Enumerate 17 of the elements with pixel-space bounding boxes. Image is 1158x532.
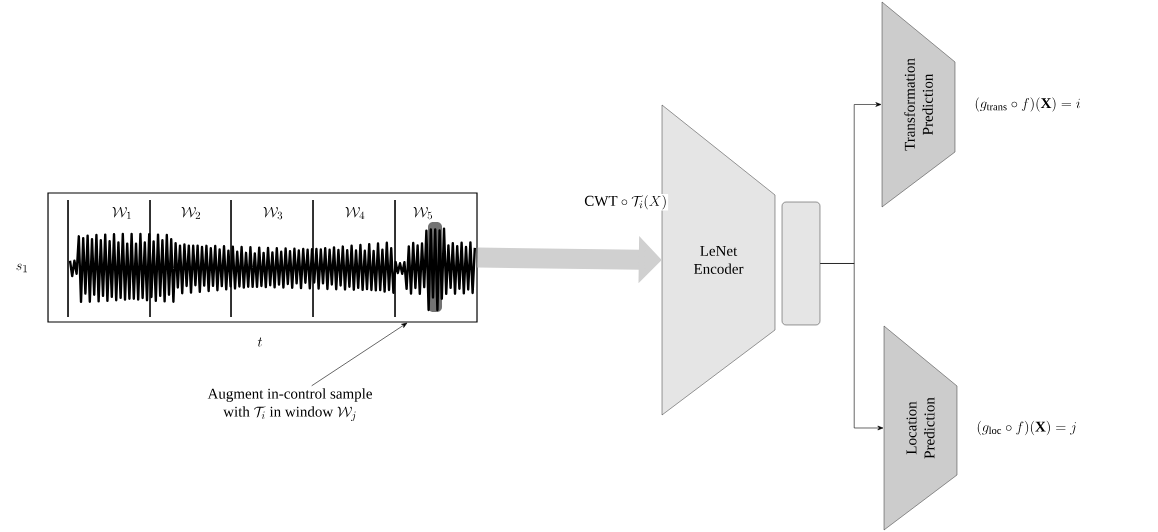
arrow: [819, 263, 884, 431]
signal-plot-drawing: [47, 192, 478, 323]
axis-label: $t$: [257, 337, 263, 347]
window-label: $\mathcal{W}_3$: [263, 207, 283, 220]
leader-line: [311, 322, 408, 387]
annotation-text: $\begin{array}{c}\text{Augment in-control sample}\\ \text{with }\mathcal{T}_i\text{ in window }\mathcal{W}_j\end{array}$: [207, 388, 372, 422]
window-label: $\mathcal{W}_1$: [112, 207, 131, 219]
edge-label: $\text{CWT}\circ\mathcal{T}_i(X)$: [583, 194, 669, 211]
prediction-trapezoid: Transformation Prediction: [881, 1, 956, 208]
window-label: $\mathcal{W}_4$: [345, 207, 365, 219]
signal-name: $s_1$: [16, 263, 27, 273]
prediction-trapezoid: Location Prediction: [883, 325, 958, 531]
output-formula: $(g_{\text{trans}}\circ f)(\mathbf{X}) = i$: [975, 97, 1080, 112]
feature-box: [781, 201, 821, 326]
output-formula: $(g_{\text{loc}}\circ f)(\mathbf{X}) = j$: [977, 420, 1076, 436]
window-label: $\mathcal{W}_5$: [413, 207, 433, 220]
window-label: $\mathcal{W}_2$: [181, 207, 201, 219]
